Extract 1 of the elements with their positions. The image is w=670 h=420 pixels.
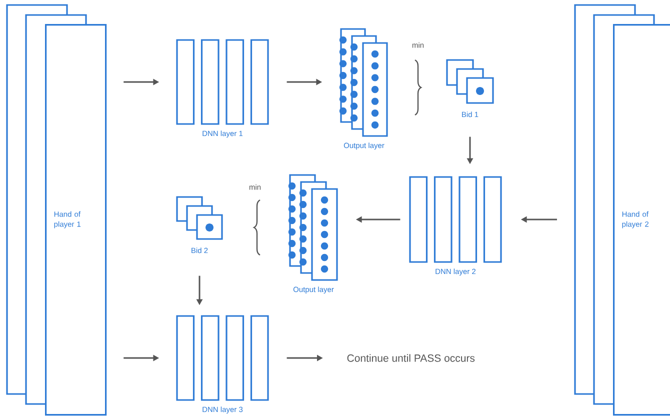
note-text: Continue until PASS occurs	[347, 354, 475, 362]
